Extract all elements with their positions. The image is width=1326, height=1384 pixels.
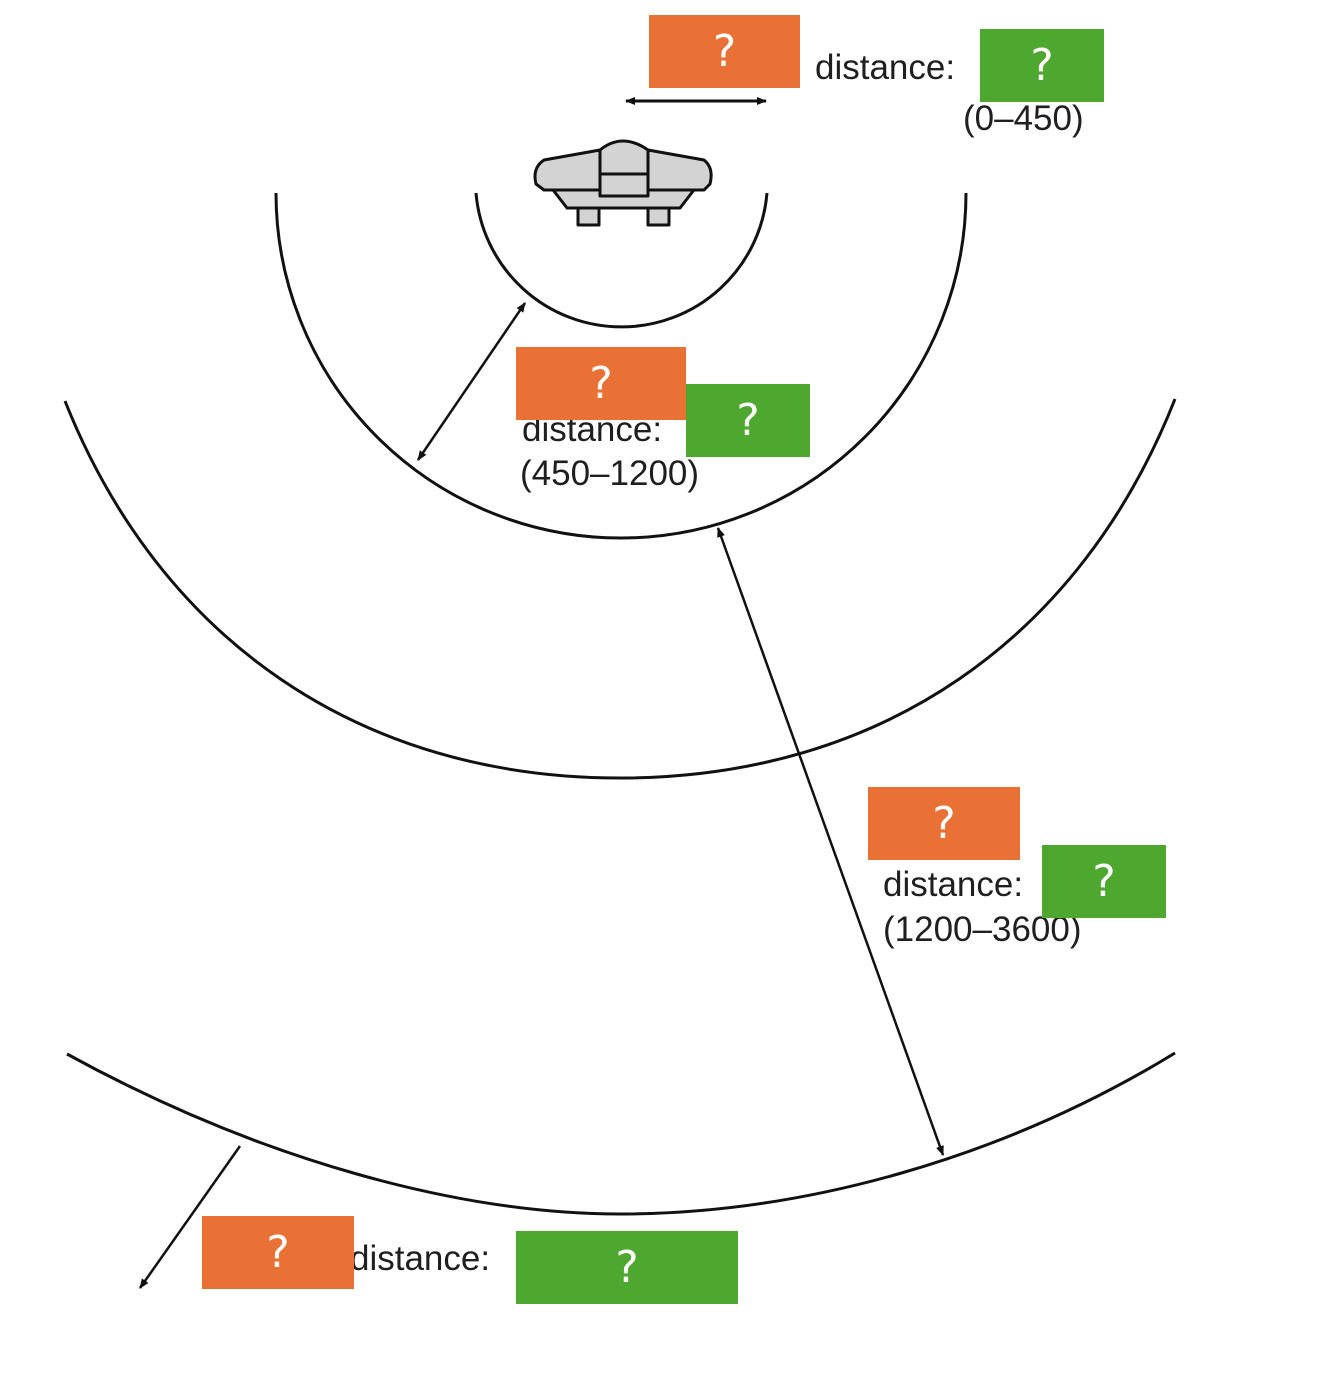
personal-zone-name-mask: ?	[516, 347, 686, 420]
public-distance-label: distance:	[350, 1239, 491, 1278]
social-zone-name-mask: ?	[868, 787, 1020, 860]
public-distance-arrow	[138, 1145, 242, 1289]
intimate-zone-name-mask: ?	[649, 15, 800, 88]
social-zone-arc	[63, 398, 1177, 780]
social-distance-arrow	[716, 527, 945, 1156]
intimate-zone-arc	[474, 192, 769, 329]
intimate-distance-value-mask: ?	[980, 29, 1104, 102]
personal-zone-arc	[274, 192, 968, 540]
social-distance-label: distance:	[883, 865, 1024, 904]
public-zone-name-mask: ?	[202, 1216, 354, 1289]
personal-distance-value-mask: ?	[686, 384, 810, 457]
social-distance-value-mask: ?	[1042, 845, 1166, 918]
personal-range-label: (450–1200)	[520, 454, 700, 493]
intimate-distance-label: distance:	[815, 48, 956, 87]
intimate-range-label: (0–450)	[963, 99, 1084, 138]
public-distance-value-mask: ?	[516, 1231, 738, 1304]
personal-distance-arrow	[416, 302, 527, 461]
overhead-speaker-device-icon	[533, 139, 713, 227]
public-zone-arc	[66, 1051, 1176, 1216]
